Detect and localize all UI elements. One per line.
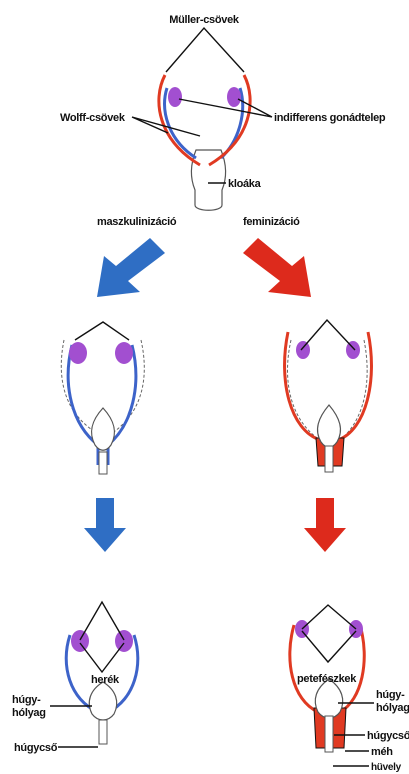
label-uterus: méh bbox=[371, 746, 393, 758]
male-mid-urethra bbox=[99, 452, 107, 474]
female-mid-bladder bbox=[318, 405, 341, 447]
male-mid-bladder bbox=[92, 408, 115, 450]
label-bladder-left-2: hólyag bbox=[12, 707, 46, 719]
female-mid-urethra bbox=[325, 446, 333, 472]
male-mid-gonad-right bbox=[115, 342, 133, 364]
arrow-masculinization bbox=[97, 238, 165, 297]
label-urethra-left: húgycső bbox=[14, 742, 58, 754]
label-indifferent: indifferens gonádtelep bbox=[274, 112, 386, 124]
female-mid-pointer bbox=[301, 320, 355, 350]
male-final-stage: herék húgy- hólyag húgycső bbox=[12, 602, 138, 754]
male-final-testis-left bbox=[71, 630, 89, 652]
label-vagina: hüvely bbox=[371, 762, 402, 773]
female-final-stage: petefészkek húgy- hólyag húgycső méh hüv… bbox=[290, 605, 409, 773]
male-final-bladder bbox=[89, 682, 116, 720]
label-bladder-right-2: hólyag bbox=[376, 702, 409, 714]
label-wolff: Wolff-csövek bbox=[60, 112, 126, 124]
arrow-female-down bbox=[304, 498, 346, 552]
female-final-pointer-lower bbox=[302, 631, 356, 662]
label-cloaca: kloáka bbox=[228, 178, 262, 190]
gonad-pointer bbox=[179, 99, 272, 117]
label-bladder-right-1: húgy- bbox=[376, 689, 405, 701]
gonad-right bbox=[227, 87, 241, 107]
male-final-urethra bbox=[99, 720, 107, 744]
male-mid-wolff-left bbox=[68, 345, 98, 465]
female-final-muller-left bbox=[290, 625, 318, 712]
label-masculinization: maszkulinizáció bbox=[97, 216, 177, 228]
muller-pointer bbox=[166, 28, 244, 72]
label-feminization: feminizáció bbox=[243, 216, 300, 228]
female-mid-gonad-right bbox=[346, 341, 360, 359]
label-muller: Müller-csövek bbox=[169, 14, 240, 26]
male-middle-stage bbox=[61, 322, 144, 474]
arrow-male-down bbox=[84, 498, 126, 552]
arrow-feminization bbox=[243, 238, 311, 297]
female-final-vagina bbox=[325, 716, 333, 752]
female-middle-stage bbox=[285, 320, 372, 472]
gonad-left bbox=[168, 87, 182, 107]
male-mid-gonad-left bbox=[69, 342, 87, 364]
female-mid-gonad-left bbox=[296, 341, 310, 359]
label-bladder-left-1: húgy- bbox=[12, 694, 41, 706]
label-testes: herék bbox=[91, 674, 120, 686]
female-final-pointer bbox=[302, 605, 356, 629]
muller-duct-left bbox=[159, 75, 200, 165]
male-final-testis-right bbox=[115, 630, 133, 652]
label-ovaries: petefészkek bbox=[297, 673, 357, 685]
male-mid-pointer bbox=[75, 322, 129, 340]
indifferent-stage: Müller-csövek Wolff-csövek indifferens g… bbox=[60, 14, 386, 210]
female-final-muller-right bbox=[340, 625, 364, 712]
label-urethra-right: húgycső bbox=[367, 730, 409, 742]
